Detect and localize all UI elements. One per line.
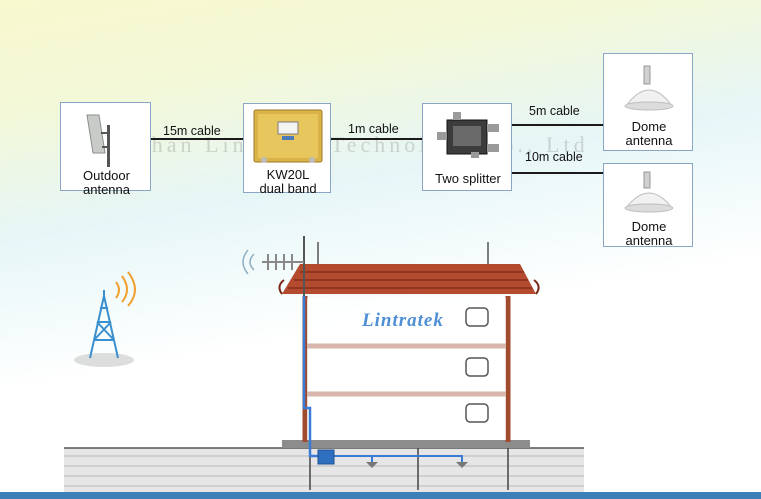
bottom-bar	[0, 492, 761, 499]
rooftop-yagi-antenna-icon	[242, 236, 305, 296]
window	[465, 307, 489, 327]
cable-label-1m: 1m cable	[348, 122, 399, 136]
booster-box: KW20L dual band	[243, 103, 331, 196]
basement-booster-icon	[317, 449, 335, 465]
indoor-antenna-icon	[456, 462, 468, 468]
dome-antenna-label-1: Dome antenna	[625, 119, 673, 148]
cable-label-10m: 10m cable	[525, 150, 583, 164]
booster-band-label: dual band	[259, 181, 317, 196]
lintratek-logo: Lintratek	[362, 310, 444, 331]
cell-tower-icon	[74, 271, 136, 367]
cable-booster-to-splitter	[331, 138, 423, 140]
splitter-label: Two splitter	[435, 171, 501, 186]
dome-antenna-box-1: Dome antenna	[603, 53, 693, 151]
dome-antenna-icon	[624, 171, 674, 213]
dome-antenna-icon	[624, 65, 674, 111]
cable-splitter-to-dome2	[511, 172, 604, 174]
booster-model-label: KW20L	[266, 167, 310, 182]
dome-antenna-label-2: Dome antenna	[625, 219, 673, 248]
splitter-box: Two splitter	[422, 103, 512, 191]
indoor-cable	[302, 296, 322, 458]
roof	[278, 242, 540, 295]
cable-outdoor-to-booster	[150, 138, 244, 140]
window	[465, 357, 489, 377]
outdoor-antenna-box: Outdoor antenna	[60, 102, 151, 197]
booster-device-icon	[253, 109, 323, 163]
window	[465, 403, 489, 423]
cable-splitter-to-dome1	[511, 124, 604, 126]
outdoor-antenna-label: Outdoor antenna	[83, 168, 130, 197]
cable-label-5m: 5m cable	[529, 104, 580, 118]
dome-antenna-box-2: Dome antenna	[603, 163, 693, 248]
outdoor-antenna-icon	[86, 114, 110, 167]
cable-label-15m: 15m cable	[163, 124, 221, 138]
building-base	[282, 440, 530, 448]
indoor-antenna-icon	[366, 462, 378, 468]
splitter-icon	[437, 112, 499, 158]
